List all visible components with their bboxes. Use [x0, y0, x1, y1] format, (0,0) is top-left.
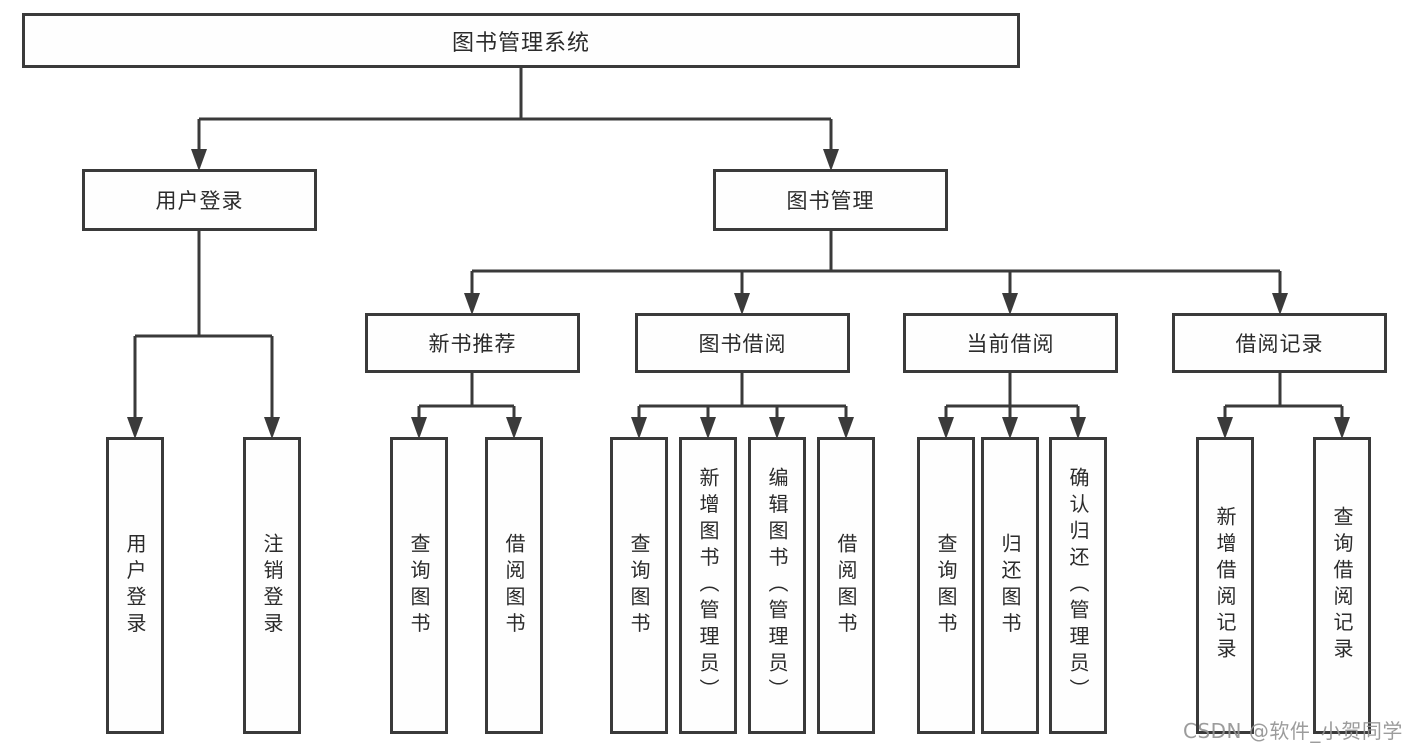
- node-add-books-admin: 新增图书（管理员）: [679, 437, 737, 734]
- node-label: 图书管理系统: [451, 30, 590, 56]
- node-label: 查询图书: [934, 532, 958, 639]
- node-book-management: 图书管理: [713, 169, 948, 231]
- node-label: 注销登录: [260, 532, 284, 639]
- node-label: 借阅图书: [502, 532, 526, 639]
- node-label: 图书管理: [786, 189, 875, 213]
- node-new-book-recommendation: 新书推荐: [365, 313, 580, 373]
- node-label: 用户登录: [123, 532, 147, 639]
- node-borrow-books-recommend: 借阅图书: [485, 437, 543, 734]
- node-query-books-current: 查询图书: [917, 437, 975, 734]
- watermark: CSDN @软件_小贺同学: [1183, 719, 1403, 743]
- node-label: 查询图书: [627, 532, 651, 639]
- node-label: 当前借阅: [966, 332, 1055, 356]
- node-borrowing-records: 借阅记录: [1172, 313, 1387, 373]
- node-user-login-leaf: 用户登录: [106, 437, 164, 734]
- node-confirm-return-admin: 确认归还（管理员）: [1049, 437, 1107, 734]
- node-label: 用户登录: [155, 189, 244, 213]
- node-query-borrow-record: 查询借阅记录: [1313, 437, 1371, 734]
- node-query-books-borrow: 查询图书: [610, 437, 668, 734]
- node-add-borrow-record: 新增借阅记录: [1196, 437, 1254, 734]
- node-label: 确认归还（管理员）: [1066, 466, 1090, 705]
- node-edit-books-admin: 编辑图书（管理员）: [748, 437, 806, 734]
- node-current-borrowing: 当前借阅: [903, 313, 1118, 373]
- node-label: 图书借阅: [698, 332, 787, 356]
- node-query-books-recommend: 查询图书: [390, 437, 448, 734]
- node-label: 查询图书: [407, 532, 431, 639]
- node-logout: 注销登录: [243, 437, 301, 734]
- node-label: 新书推荐: [428, 332, 517, 356]
- node-label: 新增图书（管理员）: [696, 466, 720, 705]
- node-label: 借阅图书: [834, 532, 858, 639]
- node-label: 查询借阅记录: [1330, 506, 1354, 665]
- node-label: 借阅记录: [1235, 332, 1324, 356]
- node-user-login: 用户登录: [82, 169, 317, 231]
- node-library-management-system: 图书管理系统: [22, 13, 1020, 68]
- node-borrow-books: 借阅图书: [817, 437, 875, 734]
- node-label: 归还图书: [998, 532, 1022, 639]
- node-book-borrowing: 图书借阅: [635, 313, 850, 373]
- node-return-books: 归还图书: [981, 437, 1039, 734]
- node-label: 新增借阅记录: [1213, 506, 1237, 665]
- node-label: 编辑图书（管理员）: [765, 466, 789, 705]
